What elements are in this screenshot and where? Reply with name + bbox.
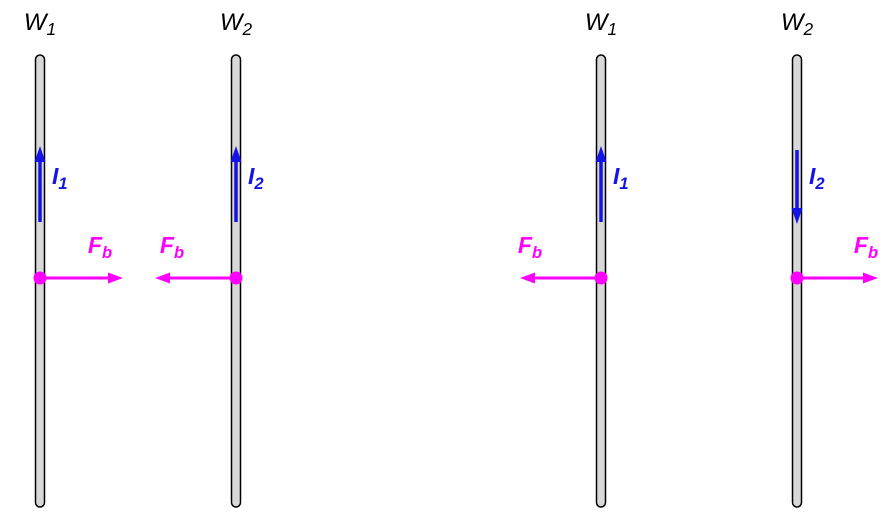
wire-label: W1	[585, 9, 617, 39]
force-label: Fb	[160, 232, 184, 262]
wire-label: W1	[24, 9, 56, 39]
wire-w2-left: W2 I2 Fb	[155, 9, 264, 508]
panel-left: W1 I1 Fb W2 I2 Fb	[24, 9, 264, 508]
current-arrowhead-icon	[230, 146, 242, 162]
current-label: I2	[248, 163, 264, 193]
wire-w1-right: W1 I1 Fb	[518, 9, 629, 508]
wire-w2-right: W2 I2 Fb	[781, 9, 878, 508]
force-arrowhead-icon	[155, 272, 170, 284]
wire-label: W2	[220, 9, 253, 39]
force-arrowhead-icon	[108, 272, 123, 284]
force-label: Fb	[854, 232, 878, 262]
current-arrowhead-icon	[34, 146, 46, 162]
wire-label: W2	[781, 9, 814, 39]
force-label: Fb	[88, 232, 112, 262]
current-arrowhead-icon	[595, 146, 607, 162]
current-label: I2	[809, 163, 825, 193]
force-arrowhead-icon	[863, 272, 878, 284]
current-arrowhead-icon	[791, 208, 803, 224]
current-label: I1	[613, 163, 629, 193]
force-arrowhead-icon	[520, 272, 535, 284]
panel-right: W1 I1 Fb W2 I2 Fb	[518, 9, 878, 508]
wire-w1-left: W1 I1 Fb	[24, 9, 123, 508]
current-label: I1	[52, 163, 68, 193]
force-label: Fb	[518, 232, 542, 262]
